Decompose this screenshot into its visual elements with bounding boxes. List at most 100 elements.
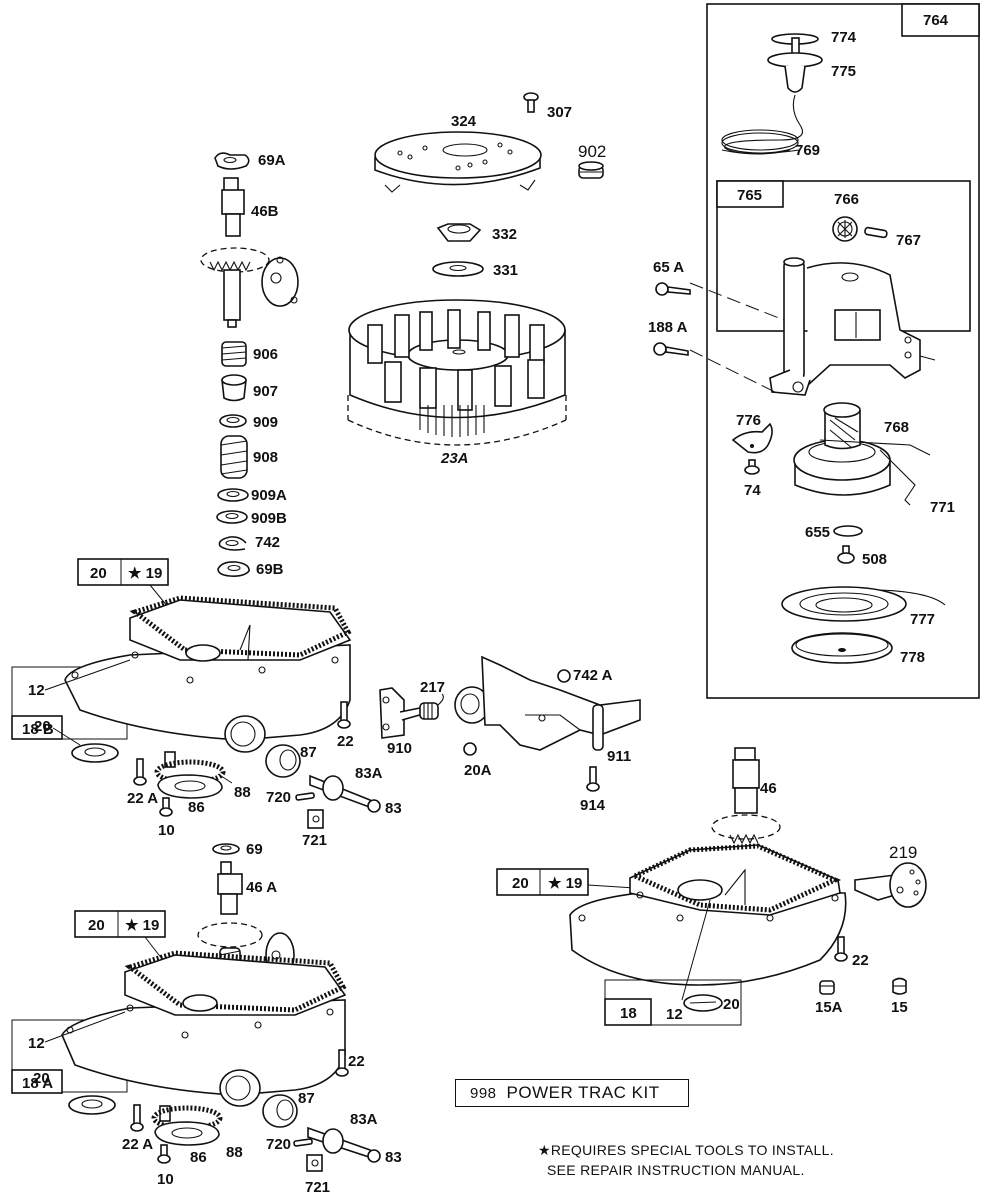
washer-655 xyxy=(833,525,863,537)
assembly-label-box-764 xyxy=(901,3,980,37)
note-line-1: ★REQUIRES SPECIAL TOOLS TO INSTALL. xyxy=(538,1142,834,1158)
label-74: 74 xyxy=(744,482,761,499)
label-324: 324 xyxy=(451,113,477,130)
bushing-87 xyxy=(265,744,301,778)
label-721: 721 xyxy=(305,1179,330,1196)
label-914: 914 xyxy=(580,797,606,814)
label-217: 217 xyxy=(420,679,445,696)
label-15: 15 xyxy=(891,999,908,1016)
washer-69 xyxy=(212,843,240,855)
label-907: 907 xyxy=(253,383,278,400)
label-742a: 742 A xyxy=(573,667,613,684)
label-box-20: 20 xyxy=(90,565,107,582)
label-20a: 20A xyxy=(464,762,492,779)
label-20: 20 xyxy=(723,996,740,1013)
sump-assembly-18b: 20 ★ 19 18 B 12 20 xyxy=(11,558,402,849)
label-83a: 83A xyxy=(350,1111,378,1128)
label-83: 83 xyxy=(385,1149,402,1166)
label-765: 765 xyxy=(737,187,762,204)
flywheel xyxy=(347,299,567,446)
label-910: 910 xyxy=(387,740,412,757)
screw-74 xyxy=(744,459,760,475)
washer-69b xyxy=(217,561,250,577)
spring-217 xyxy=(419,693,444,720)
label-764: 764 xyxy=(923,12,949,29)
label-721: 721 xyxy=(302,832,327,849)
special-tools-note: ★REQUIRES SPECIAL TOOLS TO INSTALL. SEE … xyxy=(538,1140,834,1180)
rewind-spring xyxy=(781,586,946,622)
label-69a: 69A xyxy=(258,152,286,169)
label-86: 86 xyxy=(190,1149,207,1166)
label-69b: 69B xyxy=(256,561,284,578)
label-10: 10 xyxy=(158,822,175,839)
pin-720 xyxy=(293,1138,313,1147)
label-720: 720 xyxy=(266,1136,291,1153)
sump-label-box-18b xyxy=(11,715,63,740)
label-88: 88 xyxy=(234,784,251,801)
label-12: 12 xyxy=(28,682,45,699)
label-87: 87 xyxy=(300,744,317,761)
plate-86 xyxy=(157,774,223,799)
label-box-19: ★ 19 xyxy=(128,565,162,582)
sump-label-box-18 xyxy=(604,998,652,1026)
gasket-kit-box xyxy=(74,910,166,938)
screw-10 xyxy=(159,797,173,817)
starter-housing xyxy=(769,257,921,396)
spring-cup xyxy=(791,632,893,664)
label-46: 46 xyxy=(760,780,777,797)
label-83: 83 xyxy=(385,800,402,817)
power-trac-kit-label: 998 POWER TRAC KIT xyxy=(455,1079,689,1107)
screw-65a xyxy=(655,282,691,296)
kit-name: POWER TRAC KIT xyxy=(506,1083,660,1102)
cup-907 xyxy=(221,374,247,402)
sump-assembly-18: 46 20 ★ 19 18 12 20 xyxy=(496,747,927,1026)
washer-909 xyxy=(219,414,247,428)
label-88: 88 xyxy=(226,1144,243,1161)
label-20: 20 xyxy=(33,1070,50,1087)
sump-assembly-18a: 69 46 A 20 ★ 19 18 A xyxy=(11,841,402,1196)
label-18b: 18 B xyxy=(22,721,54,738)
screw-10 xyxy=(157,1144,171,1164)
rotating-screen xyxy=(374,131,542,193)
starter-handle xyxy=(721,33,823,155)
label-18a: 18 A xyxy=(22,1075,53,1092)
shaft-83 xyxy=(307,1126,381,1163)
label-766: 766 xyxy=(834,191,859,208)
label-22a: 22 A xyxy=(122,1136,153,1153)
screw-914 xyxy=(586,766,600,792)
governor-control-219 xyxy=(854,862,927,908)
label-46b: 46B xyxy=(251,203,279,220)
label-909b: 909B xyxy=(251,510,287,527)
label-69: 69 xyxy=(246,841,263,858)
label-909: 909 xyxy=(253,414,278,431)
label-767: 767 xyxy=(896,232,921,249)
oil-seal-20 xyxy=(71,743,119,763)
label-box-19: ★ 19 xyxy=(548,875,582,892)
label-908: 908 xyxy=(253,449,278,466)
label-219: 219 xyxy=(889,843,917,862)
power-trac-linkage: 910 217 20A 742 A 911 914 xyxy=(379,655,641,814)
label-22: 22 xyxy=(348,1053,365,1070)
screw-307 xyxy=(523,92,539,113)
label-778: 778 xyxy=(900,649,925,666)
label-774: 774 xyxy=(831,29,857,46)
label-22: 22 xyxy=(337,733,354,750)
shaft-83 xyxy=(309,774,381,813)
label-776: 776 xyxy=(736,412,761,429)
screw-22a xyxy=(130,1104,144,1132)
label-46a: 46 A xyxy=(246,879,277,896)
sump-label-box-18a xyxy=(11,1069,63,1094)
kit-number: 998 xyxy=(470,1084,497,1102)
label-768: 768 xyxy=(884,419,909,436)
label-12: 12 xyxy=(28,1035,45,1052)
flywheel-nut xyxy=(436,223,482,242)
screw-22a xyxy=(133,758,147,786)
oil-seal-20 xyxy=(683,994,723,1012)
starter-pulley xyxy=(793,402,931,506)
washer-909a xyxy=(217,488,249,502)
label-769: 769 xyxy=(795,142,820,159)
spring-906 xyxy=(221,341,247,367)
plug-15 xyxy=(892,977,907,995)
label-777: 777 xyxy=(910,611,935,628)
washer-909b xyxy=(216,510,248,524)
